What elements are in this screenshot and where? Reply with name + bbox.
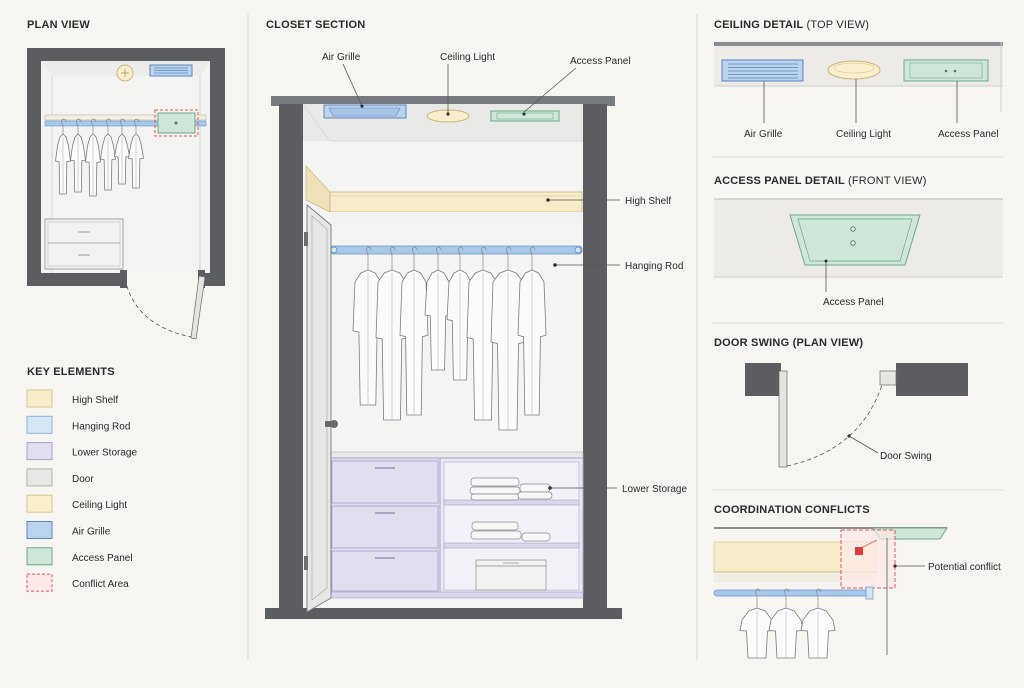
garment [114,118,130,185]
garment [466,246,500,421]
garment [128,118,144,189]
legend-label: Door [72,474,94,485]
legend-swatch [26,573,53,592]
plan-view-title: PLAN VIEW [27,19,90,31]
garment [768,588,804,659]
ceiling-label-air-grille: Air Grille [744,129,783,140]
legend-label: Air Grille [72,527,111,538]
legend-swatch [26,547,53,566]
legend-label: Lower Storage [72,448,137,459]
legend-label: Access Panel [72,553,133,564]
closet-section-title: CLOSET SECTION [266,19,365,31]
legend-label: Hanging Rod [72,421,130,432]
garment [55,118,71,195]
door-swing-title: DOOR SWING (PLAN VIEW) [714,337,863,349]
ceiling-detail-drawing [714,42,1003,123]
legend-swatch [26,442,53,461]
legend-label: Conflict Area [72,579,129,590]
legend-swatch [26,521,53,539]
legend-label: High Shelf [72,395,118,406]
ceiling-detail-title: CEILING DETAIL (TOP VIEW) [714,19,869,31]
callout-access-panel: Access Panel [570,56,631,67]
plan-view-drawing [27,48,225,340]
callout-lower-storage: Lower Storage [622,484,687,495]
access-panel-drawing [714,198,1003,292]
access-panel-detail-title: ACCESS PANEL DETAIL (FRONT VIEW) [714,175,927,187]
garment [70,118,86,193]
garment [352,246,384,406]
callout-ceiling-light: Ceiling Light [440,52,495,63]
closet-section-drawing [265,96,622,619]
garment [85,118,101,197]
conflict-label: Potential conflict [928,562,1001,573]
garment [424,246,452,371]
section-callouts: Air Grille Ceiling Light Access Panel Hi… [322,52,687,495]
legend-label: Ceiling Light [72,500,127,511]
callout-high-shelf: High Shelf [625,196,671,207]
garment [800,588,836,659]
legend-swatch [26,494,53,513]
callout-air-grille: Air Grille [322,52,361,63]
garment [739,588,775,659]
garment [100,118,116,191]
callout-hanging-rod: Hanging Rod [625,261,683,272]
conflicts-drawing [713,527,948,659]
key-elements-title: KEY ELEMENTS [27,366,115,378]
door-swing-drawing [745,363,968,468]
door-swing-label: Door Swing [880,451,932,462]
legend-swatch [26,415,53,434]
garment [517,246,547,416]
ceiling-label-access-panel: Access Panel [938,129,999,140]
coordination-conflicts-title: COORDINATION CONFLICTS [714,504,870,516]
garment [399,246,429,416]
legend-swatch [26,389,53,408]
ceiling-label-ceiling-light: Ceiling Light [836,129,891,140]
access-panel-label: Access Panel [823,297,884,308]
legend-swatch [26,468,53,487]
